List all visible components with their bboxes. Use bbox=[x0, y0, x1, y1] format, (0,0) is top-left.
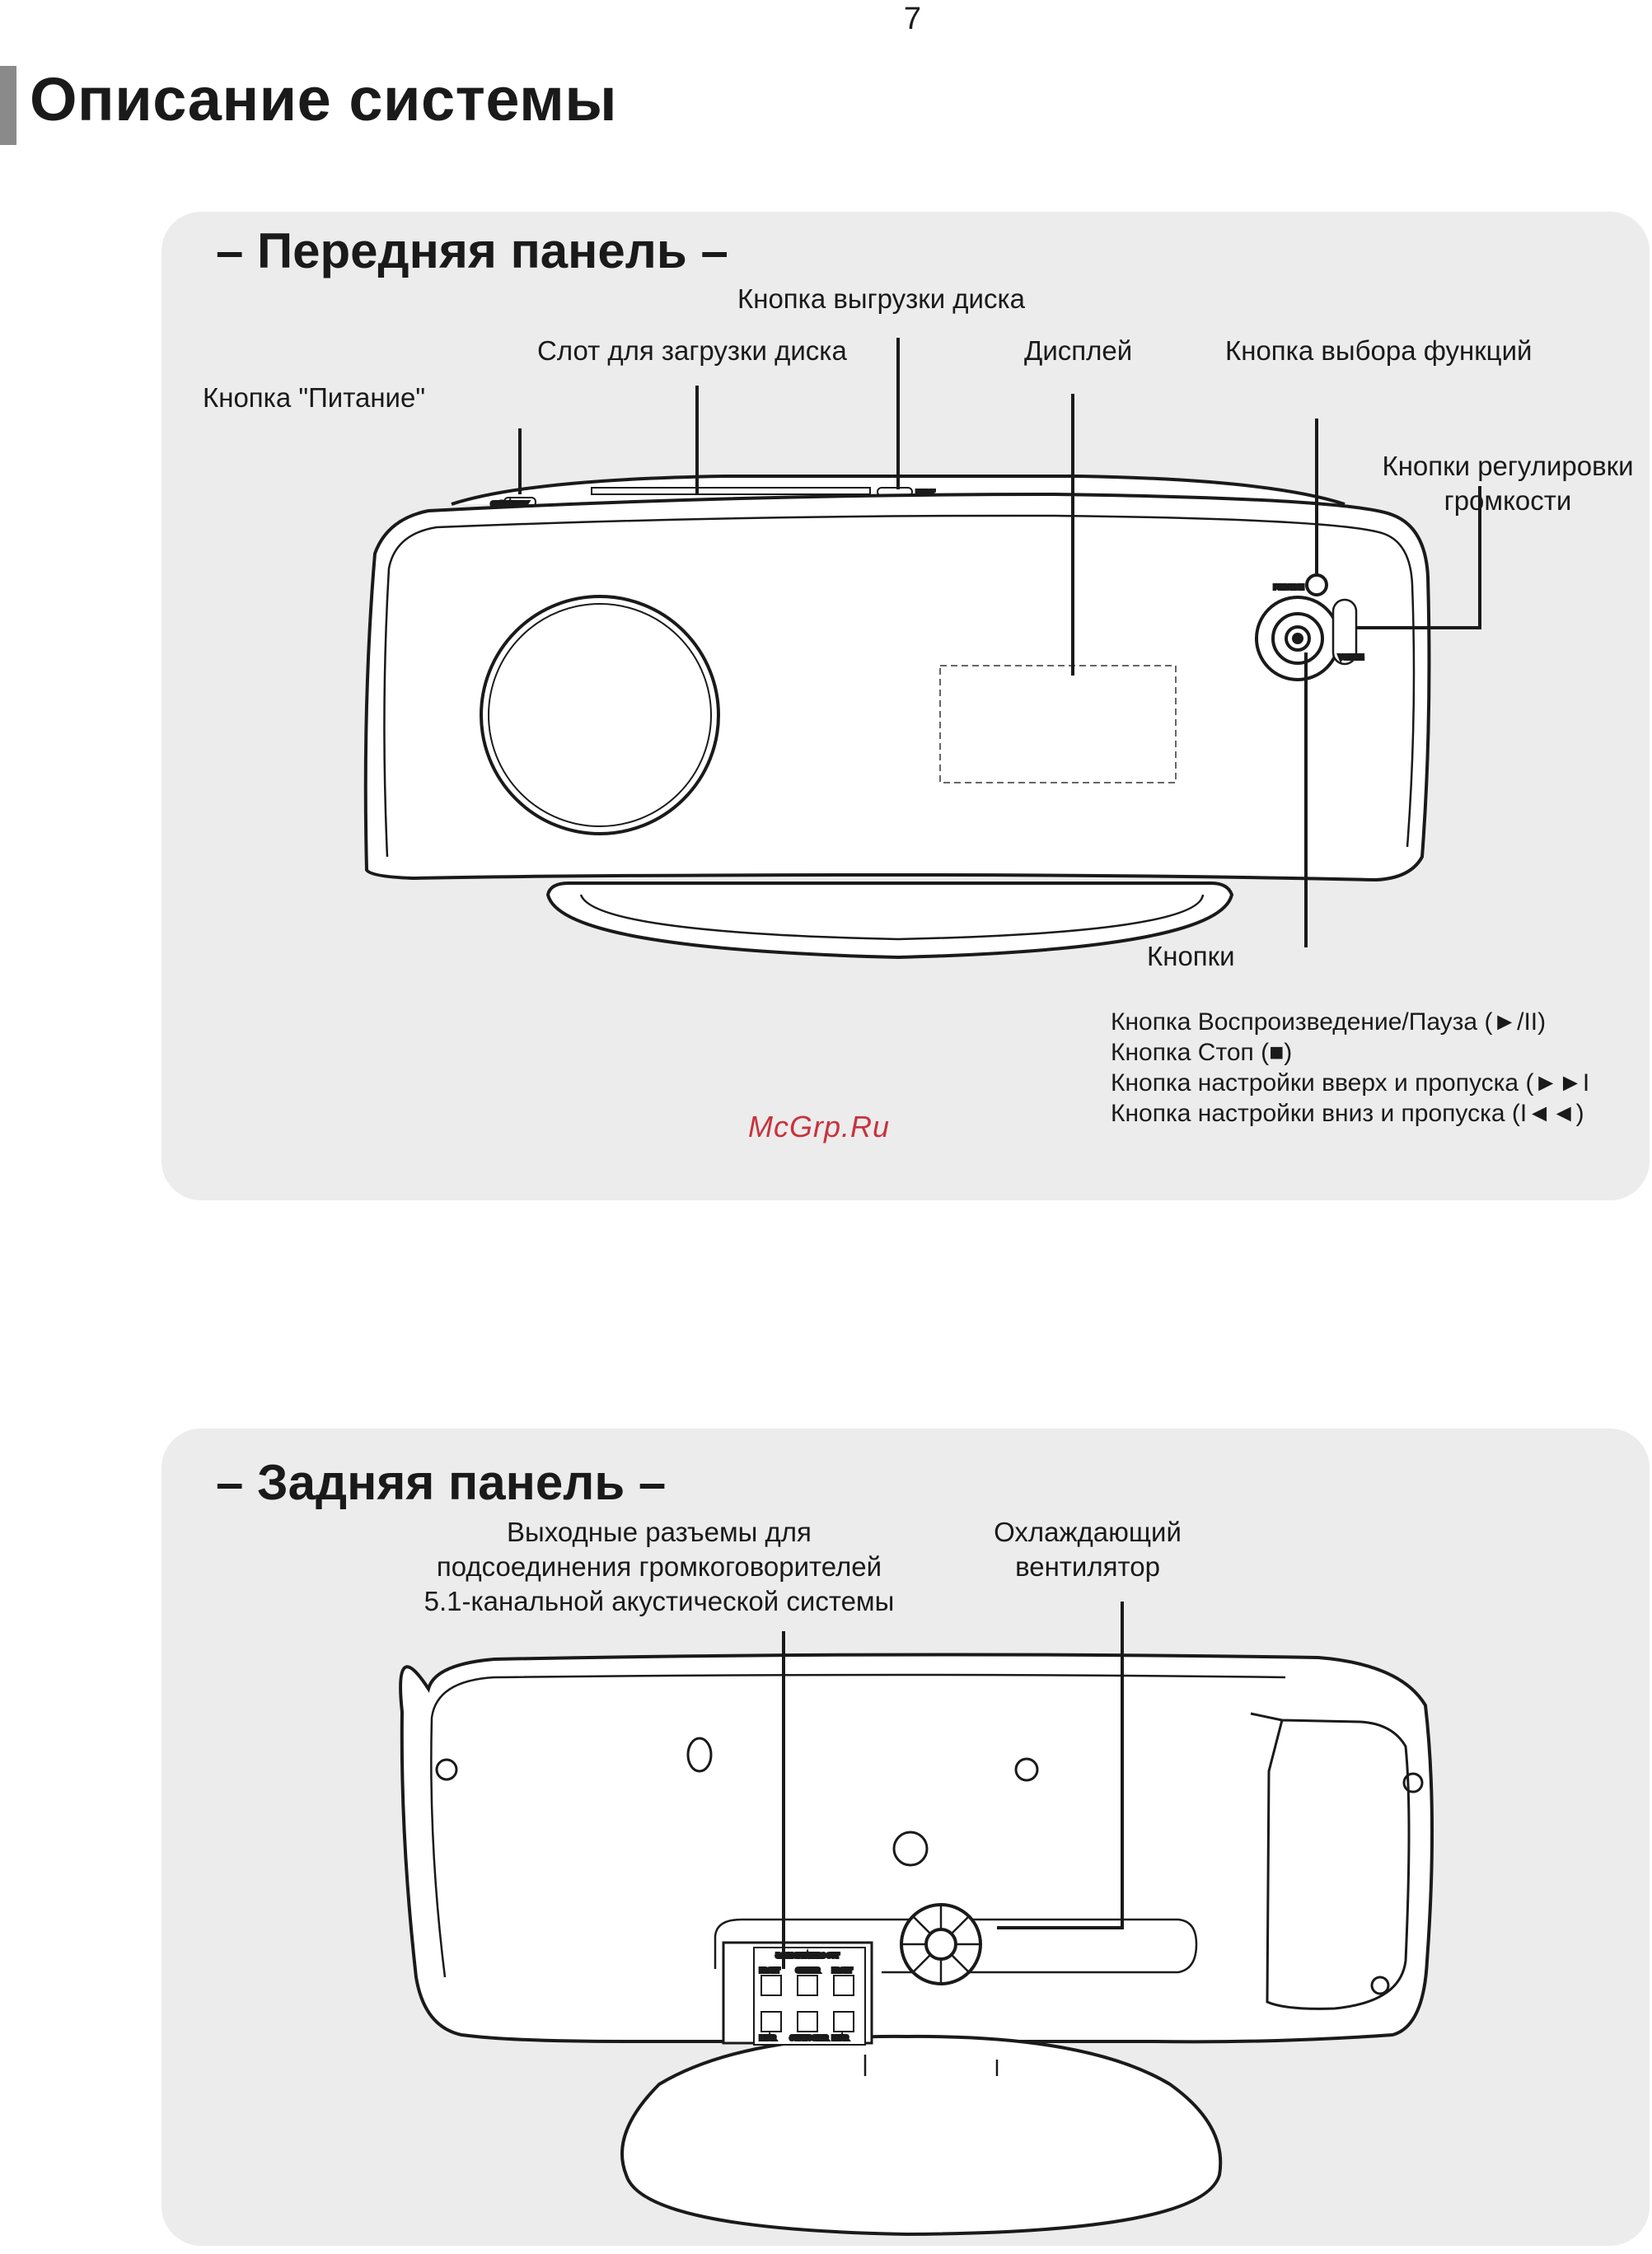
label-speaker-line3: 5.1-канальной акустической системы bbox=[424, 1586, 895, 1616]
label-eject-button: Кнопка выгрузки диска bbox=[737, 283, 1025, 314]
marking-front-r: FRONT bbox=[832, 1968, 853, 1974]
marking-function: FUNCTION bbox=[1274, 585, 1303, 591]
label-buttons: Кнопки bbox=[1147, 941, 1235, 971]
marking-on-standby: ON/STANDBY bbox=[491, 502, 528, 507]
label-fan-line1: Охлаждающий bbox=[994, 1517, 1182, 1547]
title-accent-bar bbox=[0, 66, 16, 145]
desc-play-pause: Кнопка Воспроизведение/Пауза (►/II) bbox=[1111, 1008, 1547, 1036]
label-cooling-fan: Охлаждающий вентилятор bbox=[956, 1515, 1219, 1584]
rear-leader-lines bbox=[782, 1602, 1124, 1969]
label-power-button: Кнопка "Питание" bbox=[203, 382, 426, 413]
front-panel-title: – Передняя панель – bbox=[216, 223, 728, 278]
front-device-drawing: ON/STANDBY EJECT FUNCTION VOLUME bbox=[363, 475, 1431, 960]
label-volume-buttons: Кнопки регулировки громкости bbox=[1368, 449, 1648, 518]
label-function-button: Кнопка выбора функций bbox=[1225, 335, 1533, 366]
label-speaker-outputs: Выходные разъемы для подсоединения громк… bbox=[363, 1515, 956, 1619]
page-number: 7 bbox=[903, 2, 922, 36]
label-volume-line2: громкости bbox=[1444, 485, 1572, 516]
label-display: Дисплей bbox=[1024, 335, 1133, 366]
label-speaker-line1: Выходные разъемы для bbox=[507, 1517, 812, 1547]
marking-subwoofer: SUBWOOFER bbox=[790, 2036, 828, 2041]
desc-skip-forward: Кнопка настройки вверх и пропуска (►►I bbox=[1111, 1069, 1590, 1097]
marking-rear-r: REAR bbox=[832, 2036, 848, 2041]
label-fan-line2: вентилятор bbox=[1015, 1551, 1160, 1582]
label-volume-line1: Кнопки регулировки bbox=[1382, 451, 1634, 481]
desc-stop: Кнопка Стоп (■) bbox=[1111, 1039, 1293, 1066]
front-leader-lines bbox=[518, 338, 1481, 947]
marking-speakers-out: 5.1CH SPEAKERS OUT bbox=[776, 1953, 840, 1959]
marking-eject: EJECT bbox=[916, 490, 935, 496]
watermark: McGrp.Ru bbox=[748, 1110, 891, 1143]
marking-front-l: FRONT bbox=[760, 1968, 780, 1974]
marking-center: CENTER bbox=[796, 1968, 820, 1974]
marking-volume: VOLUME bbox=[1339, 655, 1364, 661]
marking-rear-l: REAR bbox=[760, 2036, 775, 2041]
desc-skip-back: Кнопка настройки вниз и пропуска (I◄◄) bbox=[1111, 1100, 1584, 1127]
page-title: Описание системы bbox=[30, 65, 618, 133]
rear-device-drawing: 5.1CH SPEAKERS OUT FRONT CENTER FRONT RE… bbox=[399, 1653, 1434, 2237]
label-disc-slot: Слот для загрузки диска bbox=[537, 335, 847, 366]
button-description-list: Кнопка Воспроизведение/Пауза (►/II) Кноп… bbox=[1111, 1007, 1589, 1129]
label-speaker-line2: подсоединения громкоговорителей bbox=[436, 1551, 882, 1582]
rear-panel-title: – Задняя панель – bbox=[216, 1455, 667, 1510]
